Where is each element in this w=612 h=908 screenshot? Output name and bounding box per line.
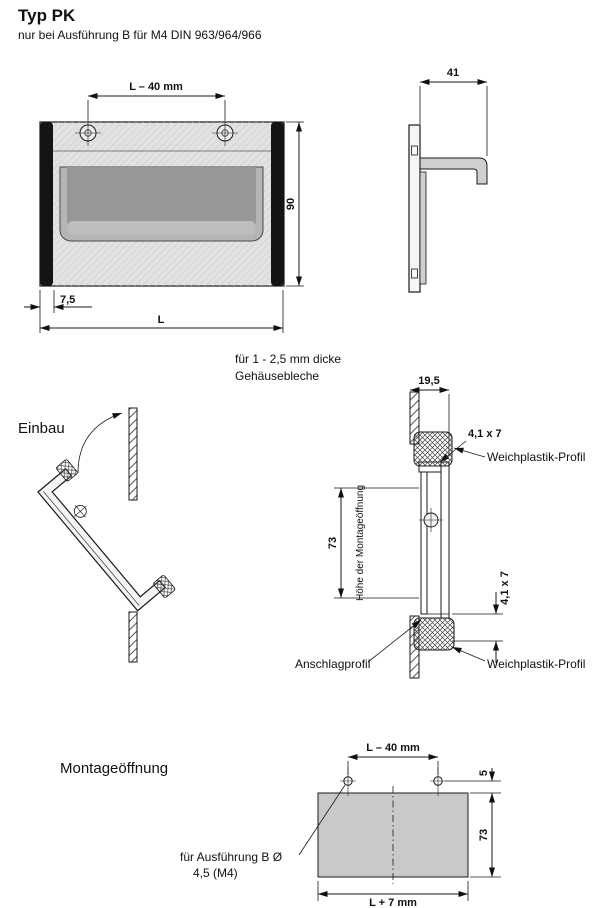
front-wall <box>420 471 428 615</box>
end-cap-left <box>40 122 53 286</box>
dim-label: 5 <box>478 770 490 776</box>
dim-opening-height: 73 <box>327 487 419 599</box>
callout-stop-profile: Anschlagprofil <box>295 619 422 671</box>
dim-front-cap-offset: 7,5 <box>24 290 92 313</box>
handle-profile <box>37 468 167 612</box>
tilted-handle <box>37 459 176 612</box>
extension-lines <box>87 100 226 120</box>
dim-montage-length: L + 7 mm <box>317 881 469 908</box>
hole-right <box>430 768 446 796</box>
rotation-arrow <box>77 412 123 474</box>
screw-crosshair <box>73 504 87 518</box>
note-line2: Gehäusebleche <box>235 369 319 383</box>
grip-recess-inner <box>67 167 256 233</box>
back-wall <box>440 461 450 619</box>
dim-front-length: L <box>39 290 284 333</box>
einbau-view: Einbau <box>18 407 176 663</box>
note-line1: für Ausführung B Ø <box>180 850 282 864</box>
dim-label: 73 <box>478 829 490 841</box>
callout-screw-hole: für Ausführung B Ø 4,5 (M4) <box>180 784 346 880</box>
extension-lines <box>334 487 419 599</box>
dim-label: 7,5 <box>60 294 75 306</box>
profile-label: Weichplastik-Profil <box>487 657 585 671</box>
note-line1: für 1 - 2,5 mm dicke <box>235 352 341 366</box>
flange-slot-bottom <box>411 268 418 279</box>
side-view: 41 <box>408 67 488 293</box>
page-title: Typ PK <box>18 6 76 25</box>
dim-slot-bottom: 4,1 x 7 <box>452 571 511 663</box>
montage-view: Montageöffnung L – 40 mm 5 73 <box>60 742 501 908</box>
soft-profile-bottom <box>413 617 455 651</box>
extension-lines <box>452 613 503 642</box>
handle-cross-section <box>413 431 455 651</box>
dim-label: L + 7 mm <box>369 897 417 908</box>
soft-profile-top <box>56 459 78 482</box>
dim-label: L <box>158 314 165 326</box>
dim-label: 90 <box>285 198 297 210</box>
extension-lines <box>347 761 439 775</box>
dim-label: 41 <box>447 67 459 79</box>
note-line2: 4,5 (M4) <box>193 866 238 880</box>
screw-crosshair <box>419 508 443 532</box>
handle-housing-profile <box>419 171 427 285</box>
leader-line <box>453 447 486 458</box>
page-subtitle: nur bei Ausführung B für M4 DIN 963/964/… <box>18 28 262 42</box>
mounting-flange <box>408 124 421 293</box>
sheet-panel-bottom <box>128 611 138 663</box>
soft-profile-top <box>413 431 453 467</box>
dim-label: 19,5 <box>418 375 439 387</box>
sheet-panel-top <box>128 407 138 501</box>
montage-heading: Montageöffnung <box>60 760 168 777</box>
callout-profile-top: Weichplastik-Profil <box>453 447 585 464</box>
screw-crosshair <box>212 120 238 146</box>
sheet-thickness-note: für 1 - 2,5 mm dicke Gehäusebleche <box>235 352 341 383</box>
callout-profile-bottom: Weichplastik-Profil <box>451 646 585 671</box>
profile-label: Weichplastik-Profil <box>487 450 585 464</box>
slot-label: 4,1 x 7 <box>468 428 502 440</box>
leader-line <box>298 784 346 856</box>
opening-height-label: Höhe der Montageöffnung <box>355 485 366 601</box>
extension-lines <box>419 86 488 156</box>
profile-inner-line <box>43 491 140 606</box>
dim-side-depth: 41 <box>419 67 488 156</box>
section-view: 19,5 73 Höhe der Montageöffnung 4,1 x 7 … <box>295 375 585 679</box>
grip-tray <box>67 221 256 235</box>
dim-montage-height: 73 <box>470 793 501 878</box>
front-view: L – 40 mm 90 7,5 L <box>24 81 304 333</box>
callout-slot-top: 4,1 x 7 <box>439 428 502 463</box>
extension-lines <box>445 780 501 794</box>
screw-right <box>212 120 238 146</box>
leader-line <box>439 440 467 463</box>
stop-profile-label: Anschlagprofil <box>295 657 370 671</box>
dim-label: L – 40 mm <box>129 81 183 93</box>
dim-label: 73 <box>327 537 339 549</box>
einbau-heading: Einbau <box>18 420 65 437</box>
leader-line <box>367 619 422 663</box>
dim-front-hole-spacing: L – 40 mm <box>87 81 226 120</box>
handle-tray-arm <box>419 157 488 185</box>
dim-edge-distance: 5 <box>445 768 501 794</box>
flange-slot-top <box>411 145 418 156</box>
dim-montage-hole-spacing: L – 40 mm <box>347 742 439 775</box>
dim-label: L – 40 mm <box>366 742 420 754</box>
dim-front-height: 90 <box>285 121 304 287</box>
leader-line <box>451 646 486 662</box>
end-cap-right <box>271 122 284 286</box>
dim-label: 4,1 x 7 <box>499 571 511 605</box>
screw-crosshair <box>75 120 101 146</box>
soft-profile-bottom <box>153 575 176 598</box>
extension-lines <box>39 290 284 333</box>
screw-left <box>75 120 101 146</box>
